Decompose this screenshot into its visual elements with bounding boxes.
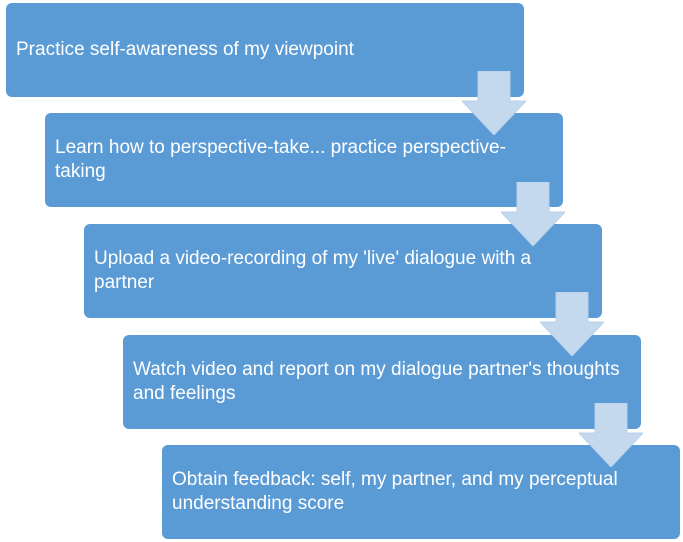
step-5-label: Obtain feedback: self, my partner, and m…: [172, 469, 618, 514]
step-4-box: Watch video and report on my dialogue pa…: [123, 335, 641, 429]
down-arrow-icon: [540, 292, 604, 356]
down-arrow-icon: [579, 403, 643, 467]
step-3-box: Upload a video-recording of my 'live' di…: [84, 224, 602, 318]
down-arrow-icon: [501, 182, 565, 246]
step-2-box: Learn how to perspective-take... practic…: [45, 113, 563, 207]
step-2-label: Learn how to perspective-take... practic…: [55, 137, 506, 182]
step-3-label: Upload a video-recording of my 'live' di…: [94, 248, 532, 293]
step-4-label: Watch video and report on my dialogue pa…: [133, 359, 620, 404]
down-arrow-icon: [462, 71, 526, 135]
step-1-label: Practice self-awareness of my viewpoint: [16, 39, 354, 60]
step-5-box: Obtain feedback: self, my partner, and m…: [162, 445, 680, 539]
step-1-box: Practice self-awareness of my viewpoint: [6, 3, 524, 97]
